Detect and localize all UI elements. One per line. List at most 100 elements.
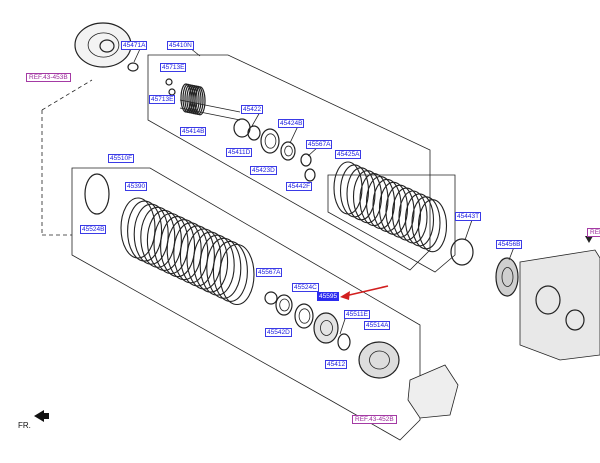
o-ring-45471a — [127, 62, 139, 72]
transmission-case — [519, 249, 600, 361]
part-label-45471a[interactable]: 45471A — [121, 41, 148, 50]
clutch-plate-top-6 — [372, 178, 402, 232]
part-label-45412[interactable]: 45412 — [325, 360, 348, 369]
case-bore-1 — [535, 285, 561, 315]
red-pointer-arrow-icon — [344, 285, 389, 297]
clutch-plate-bottom-8 — [173, 222, 209, 284]
clutch-plate-top-13 — [417, 199, 448, 253]
spring-retainer-45511e — [313, 312, 339, 344]
clutch-plate-top-0 — [333, 161, 363, 215]
case-bore-2 — [565, 309, 585, 331]
part-label-45411d[interactable]: 45411D — [226, 148, 253, 157]
part-label-45510f[interactable]: 45510F — [108, 154, 135, 163]
dashed-guide-top — [41, 79, 93, 111]
clutch-plate-bottom-3 — [140, 206, 176, 268]
clutch-plate-bottom-13 — [206, 237, 242, 299]
part-label-45511e[interactable]: 45511E — [344, 310, 370, 319]
torque-converter-hub — [99, 39, 115, 53]
bearing-45595-inner — [298, 308, 311, 324]
piston-ring-45524c-inner — [279, 298, 290, 312]
clutch-plate-bottom-4 — [146, 209, 182, 271]
leader-45511e — [339, 315, 347, 335]
part-label-45456b[interactable]: 45456B — [496, 240, 523, 249]
clutch-plate-top-5 — [365, 175, 396, 230]
leader-45456b — [508, 246, 515, 261]
clutch-plate-bottom-12 — [199, 234, 235, 296]
bearing-45424b-inner — [284, 145, 293, 157]
part-label-45595-highlighted[interactable]: 45595 — [317, 292, 340, 301]
part-label-45524c[interactable]: 45524C — [292, 283, 319, 292]
part-label-45423d[interactable]: 45423D — [250, 166, 277, 175]
clutch-drum-45412 — [358, 341, 400, 379]
clutch-plate-bottom-6 — [160, 216, 196, 278]
clutch-plate-top-11 — [404, 193, 435, 247]
front-marker-text: FR. — [18, 421, 31, 430]
front-arrow-icon — [34, 410, 49, 422]
leader-45422 — [251, 111, 261, 127]
inner-group-outline — [327, 174, 456, 273]
part-label-45410n[interactable]: 45410N — [167, 41, 194, 50]
part-label-45514a[interactable]: 45514A — [364, 321, 391, 330]
part-label-45713e-a[interactable]: 45713E — [160, 63, 187, 72]
clutch-plate-bottom-11 — [193, 231, 229, 293]
clutch-plate-top-12 — [411, 196, 441, 250]
clutch-plate-top-9 — [391, 187, 422, 241]
part-label-45390[interactable]: 45390 — [125, 182, 148, 191]
gear-45456b — [495, 257, 519, 297]
front-marker: FR. — [18, 421, 31, 430]
leader-45443t — [464, 219, 473, 241]
reference-label-top[interactable]: REF.43-453B — [26, 73, 71, 82]
clutch-plate-bottom-9 — [179, 225, 215, 287]
part-label-45713e-b[interactable]: 45713E — [149, 95, 176, 104]
bearing-45424b — [280, 141, 296, 161]
part-label-45524b[interactable]: 45524B — [80, 225, 107, 234]
leader-45424b — [289, 125, 299, 144]
clutch-plate-bottom-10 — [186, 228, 222, 290]
part-label-45542d[interactable]: 45542D — [265, 328, 292, 337]
valve-cover — [407, 364, 459, 419]
red-pointer-arrow-head-icon — [340, 291, 350, 300]
reference-label-right[interactable]: REF — [587, 228, 600, 237]
leader-45471a — [133, 48, 141, 63]
clutch-plate-bottom-1 — [127, 200, 163, 262]
thrust-washer-small — [247, 125, 261, 141]
clutch-plate-bottom-14 — [212, 240, 248, 302]
clutch-plate-top-10 — [398, 190, 428, 244]
clutch-plate-top-1 — [339, 164, 370, 218]
snap-ring-45524b — [84, 173, 110, 215]
gear-45456b-inner — [501, 267, 514, 287]
part-label-45567a-a[interactable]: 45567A — [306, 140, 333, 149]
part-label-45567a-b[interactable]: 45567A — [256, 268, 283, 277]
bearing-45595 — [294, 303, 314, 329]
clutch-plate-bottom-5 — [153, 212, 189, 275]
reference-label-bottom[interactable]: REF.43-452B — [352, 415, 397, 424]
clutch-plate-bottom-15 — [219, 243, 255, 306]
part-label-45422[interactable]: 45422 — [241, 105, 264, 114]
top-group-outline — [147, 54, 431, 271]
snap-ring-45514a — [337, 333, 351, 351]
part-label-45425a[interactable]: 45425A — [335, 150, 362, 159]
clutch-plate-top-3 — [352, 170, 383, 224]
part-label-45443t[interactable]: 45443T — [455, 212, 482, 221]
input-shaft-line-a — [179, 99, 241, 113]
snap-ring-45442f — [304, 168, 316, 182]
part-label-45414b[interactable]: 45414B — [180, 127, 207, 136]
clutch-plate-top-8 — [385, 184, 415, 238]
part-label-45424b[interactable]: 45424B — [278, 119, 305, 128]
clutch-plate-top-7 — [378, 181, 409, 235]
clutch-plate-bottom-2 — [133, 203, 169, 265]
bearing-45411d — [260, 128, 280, 154]
piston-ring-45524c — [275, 294, 293, 316]
snap-ring-45713e-a — [165, 78, 173, 86]
part-label-45442f[interactable]: 45442F — [286, 182, 313, 191]
snap-ring-45443t — [450, 238, 474, 266]
clutch-plate-top-4 — [359, 173, 389, 227]
o-ring-45567a-a — [300, 153, 312, 167]
bearing-45411d-inner — [264, 133, 277, 149]
reference-pointer-icon — [585, 236, 593, 243]
gear-tooth-7 — [194, 86, 206, 116]
clutch-plate-bottom-7 — [166, 219, 202, 281]
input-shaft-line-b — [179, 107, 241, 121]
